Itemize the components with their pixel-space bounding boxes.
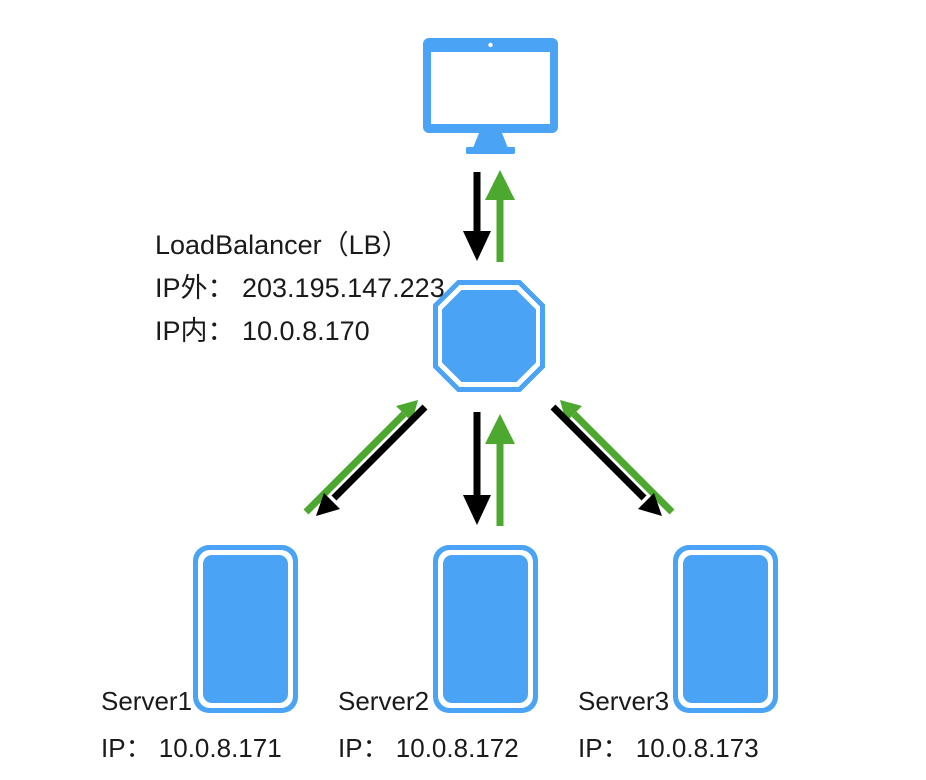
lb-octagon-inner (442, 290, 536, 382)
server-node-1[interactable] (193, 545, 298, 713)
load-balancer-label: LoadBalancer（LB） IP外： 203.195.147.223 IP… (155, 230, 445, 346)
arrow-lb-to-server1-request (316, 404, 428, 516)
server2-ip: IP： 10.0.8.172 (338, 733, 519, 763)
server1-name: Server1 (101, 686, 192, 716)
client-monitor-icon[interactable] (423, 38, 558, 154)
arrow-lb-to-client-response (485, 170, 515, 262)
server-3-label: Server3 IP： 10.0.8.173 (578, 686, 759, 763)
server2-name: Server2 (338, 686, 429, 716)
monitor-base (466, 147, 515, 154)
lb-title: LoadBalancer（LB） (155, 230, 409, 260)
server-1-label: Server1 IP： 10.0.8.171 (101, 686, 282, 763)
server3-name: Server3 (578, 686, 669, 716)
server-2-label: Server2 IP： 10.0.8.172 (338, 686, 519, 763)
server-node-2[interactable] (433, 545, 538, 713)
server3-box-inner (683, 555, 768, 703)
server1-ip: IP： 10.0.8.171 (101, 733, 282, 763)
monitor-camera-dot (488, 42, 493, 48)
arrow-server2-to-lb-response (485, 414, 515, 526)
server1-box-inner (203, 555, 288, 703)
monitor-screen (431, 52, 550, 124)
arrow-server3-to-lb-response (560, 400, 675, 515)
monitor-neck (473, 133, 508, 148)
arrow-client-to-lb-request (463, 172, 491, 261)
lb-internal-ip: IP内： 10.0.8.170 (155, 316, 370, 346)
arrow-lb-to-server2-request (463, 412, 491, 525)
server2-box-inner (443, 555, 528, 703)
arrow-server1-to-lb-response (303, 400, 418, 515)
server3-ip: IP： 10.0.8.173 (578, 733, 759, 763)
lb-external-ip: IP外： 203.195.147.223 (155, 273, 445, 303)
arrow-lb-to-server3-request (550, 404, 662, 516)
load-balancer-node-icon[interactable] (433, 280, 545, 392)
server-node-3[interactable] (673, 545, 778, 713)
